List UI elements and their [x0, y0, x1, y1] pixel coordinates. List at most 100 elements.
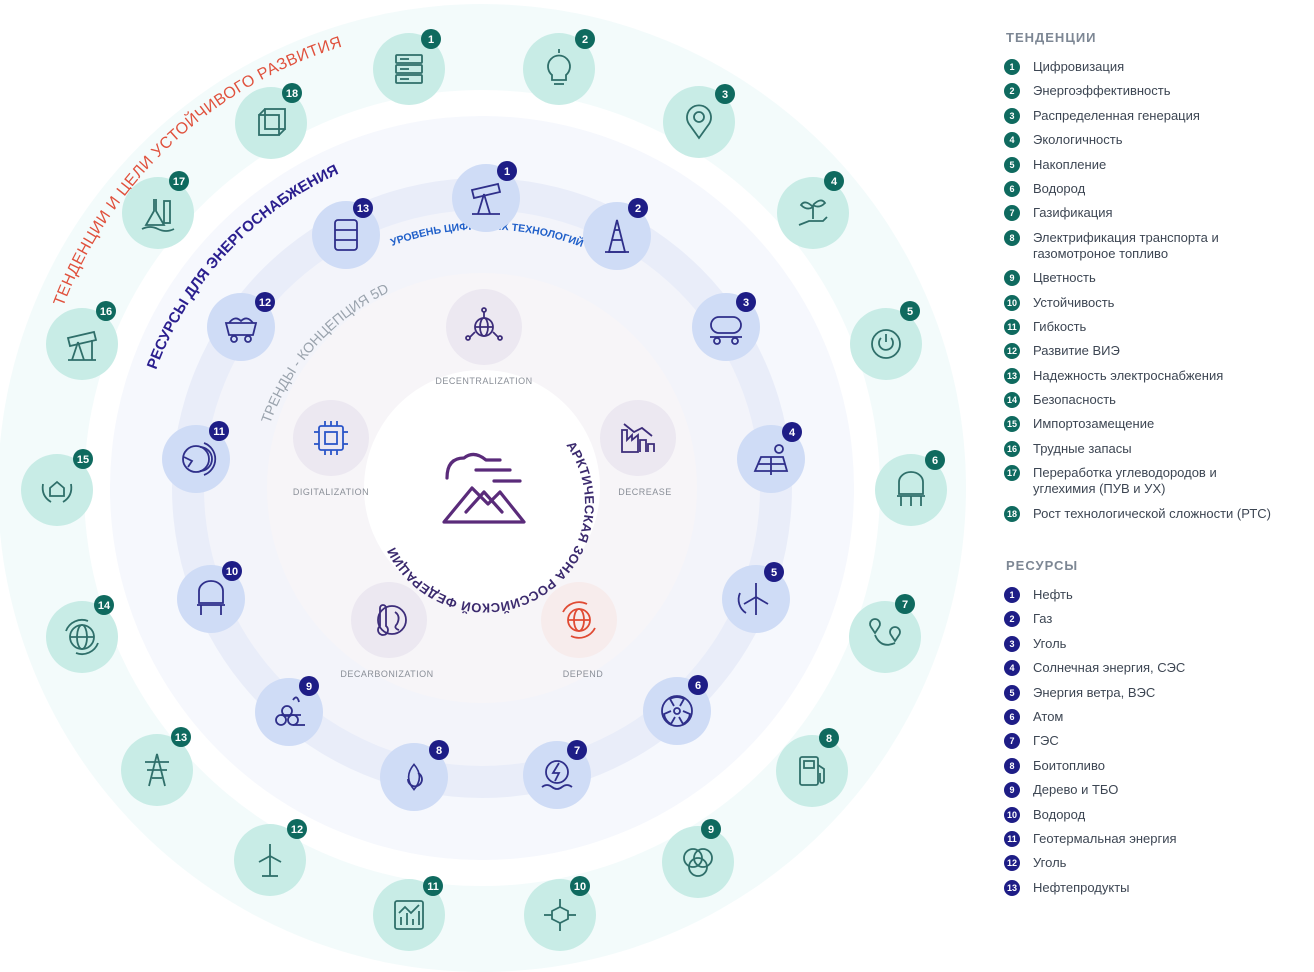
- route-icon: [869, 618, 901, 646]
- resource-badge-number: 13: [357, 203, 369, 215]
- trend-item-1: 1: [373, 29, 445, 105]
- trend-badge-number: 13: [175, 732, 187, 744]
- resource-item-5: 5: [722, 562, 790, 633]
- trend-item-11: 11: [373, 876, 445, 951]
- legend-number-badge: 13: [1004, 367, 1020, 384]
- five-d-item-depend: DEPEND: [541, 582, 617, 679]
- legend-item-text: Развитие ВИЭ: [1033, 343, 1120, 359]
- trend-item-9: 9: [662, 819, 734, 898]
- radiation-icon: [661, 695, 693, 727]
- resource-badge-number: 9: [306, 681, 312, 693]
- wind-turbine-icon: [258, 844, 282, 877]
- legend-number-badge: 4: [1004, 132, 1020, 149]
- trend-badge-number: 17: [173, 176, 185, 188]
- resource-badge-number: 2: [635, 203, 641, 215]
- flask-icon: [141, 199, 175, 232]
- legend-resources-title: РЕСУРСЫ: [1006, 558, 1079, 573]
- resource-item-1: 1: [452, 161, 520, 232]
- legend-number-badge: 10: [1004, 294, 1020, 311]
- trend-badge-number: 2: [582, 34, 588, 46]
- resource-item-11: 11: [162, 421, 230, 493]
- legend-item-text: Дерево и ТБО: [1033, 782, 1119, 798]
- legend-item-text: Распределенная генерация: [1033, 107, 1200, 123]
- trend-badge-number: 9: [708, 824, 714, 836]
- oil-barrel-icon: [334, 219, 358, 251]
- trend-item-4: 4: [777, 171, 849, 249]
- resource-badge-number: 10: [226, 566, 238, 578]
- legend-number-badge: 5: [1004, 684, 1020, 701]
- lightbulb-icon: [547, 49, 571, 85]
- legend-item-text: Уголь: [1033, 855, 1067, 871]
- server-icon: [395, 54, 423, 84]
- legend-number-badge: 1: [1004, 587, 1020, 603]
- legend-item-text: Цветность: [1033, 270, 1096, 286]
- legend-item-text: Солнечная энергия, СЭС: [1033, 660, 1186, 676]
- trend-item-15: 15: [21, 449, 93, 526]
- wind-turbine-icon: [737, 583, 769, 615]
- trend-badge-number: 14: [98, 600, 111, 612]
- oil-pump-icon: [66, 330, 98, 361]
- trend-badge-number: 11: [427, 881, 439, 893]
- trend-item-8: 8: [776, 728, 848, 807]
- legend-number-badge: 2: [1004, 611, 1020, 628]
- legend-number-badge: 18: [1004, 505, 1020, 522]
- legend-item-text: Энергия ветра, ВЭС: [1033, 684, 1156, 700]
- venn-circles-icon: [683, 848, 713, 877]
- resource-item-10: 10: [177, 561, 245, 633]
- resource-item-8: 8: [380, 740, 449, 811]
- resource-badge-number: 7: [574, 745, 580, 757]
- five-d-label: DEPEND: [563, 669, 604, 679]
- legend-item-text: Электрификация транспорта и газомотроное…: [1033, 229, 1219, 261]
- legend-number-badge: 3: [1004, 635, 1020, 652]
- trend-item-6: 6: [875, 450, 947, 526]
- legend-trends-title: ТЕНДЕНЦИИ: [1006, 30, 1097, 45]
- thermometer-earth-icon: [377, 604, 407, 636]
- trend-badge-number: 3: [722, 89, 728, 101]
- power-tower-icon: [145, 753, 169, 787]
- center-circle: [364, 370, 600, 606]
- trend-item-10: 10: [524, 876, 596, 951]
- legend-item-text: Уголь: [1033, 635, 1067, 651]
- five-d-item-decarbonization: DECARBONIZATION: [340, 582, 433, 679]
- coal-wagon-icon: [710, 316, 742, 345]
- legend-item-text: Гибкость: [1033, 318, 1087, 334]
- gas-pump-icon: [799, 756, 825, 786]
- five-d-label: DECREASE: [618, 487, 672, 497]
- trend-badge-number: 12: [291, 824, 303, 836]
- bar-chart-icon: [394, 900, 424, 930]
- trend-badge-number: 5: [907, 306, 913, 318]
- resource-item-7: 7: [523, 740, 591, 809]
- legend-number-badge: 5: [1004, 156, 1020, 173]
- resource-item-9: 9: [255, 676, 323, 746]
- legend-item-text: Надежность электроснабжения: [1033, 367, 1224, 383]
- trend-badge-number: 8: [826, 733, 832, 745]
- resource-badge-number: 11: [213, 426, 225, 438]
- legend-number-badge: 12: [1004, 343, 1020, 360]
- resource-badge-number: 6: [695, 680, 701, 692]
- legend-number-badge: 17: [1004, 465, 1020, 482]
- cube-network-icon: [544, 899, 576, 931]
- trend-item-14: 14: [46, 595, 118, 673]
- legend-number-badge: 11: [1004, 830, 1020, 847]
- oil-pumpjack-icon: [470, 182, 502, 215]
- resource-item-13: 13: [312, 198, 380, 269]
- resource-badge-number: 4: [789, 427, 796, 439]
- legend-number-badge: 14: [1004, 392, 1020, 409]
- legend-item-text: Водород: [1033, 180, 1086, 196]
- legend-item: 3 Уголь: [1004, 635, 1314, 652]
- five-d-label: DECENTRALIZATION: [435, 376, 532, 386]
- power-button-icon: [871, 329, 901, 359]
- legend-number-badge: 2: [1004, 83, 1020, 100]
